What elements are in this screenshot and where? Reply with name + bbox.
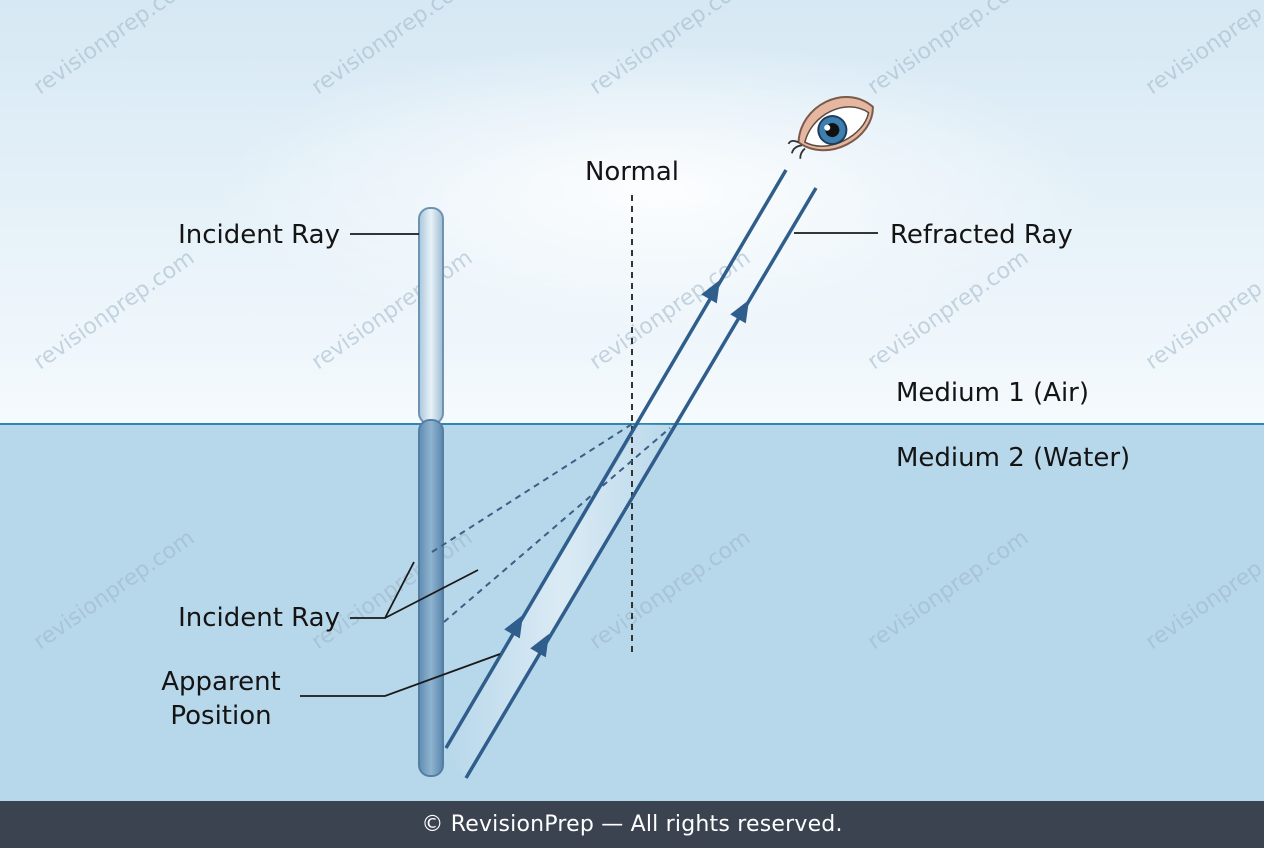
apparent-ray-2 [443, 427, 671, 623]
label-refracted-ray: Refracted Ray [890, 220, 1073, 250]
label-medium-2: Medium 2 (Water) [896, 443, 1130, 473]
ray-1 [444, 169, 788, 749]
ray-2-arrow-lower [530, 633, 549, 658]
leader-incident-bottom-2 [384, 569, 479, 619]
label-apparent-line2: Position [170, 701, 271, 731]
footer: © RevisionPrep — All rights reserved. [0, 801, 1264, 848]
leader-apparent-position [300, 653, 501, 697]
label-apparent-line1: Apparent [161, 667, 281, 697]
ray-2-arrow-upper [730, 299, 749, 324]
label-incident-ray-bottom: Incident Ray [178, 603, 340, 633]
rod-above-water [418, 207, 444, 425]
footer-copyright: © RevisionPrep — All rights reserved. [421, 812, 843, 837]
ray-1-arrow-lower [504, 614, 523, 639]
ray-1-arrow-upper [701, 279, 720, 304]
label-normal: Normal [585, 157, 679, 187]
ray-2 [464, 187, 818, 779]
beam-glow [445, 424, 680, 778]
label-medium-1: Medium 1 (Air) [896, 378, 1089, 408]
label-incident-ray-top: Incident Ray [178, 220, 340, 250]
rod-below-water [418, 419, 444, 777]
eye-icon [787, 96, 874, 159]
